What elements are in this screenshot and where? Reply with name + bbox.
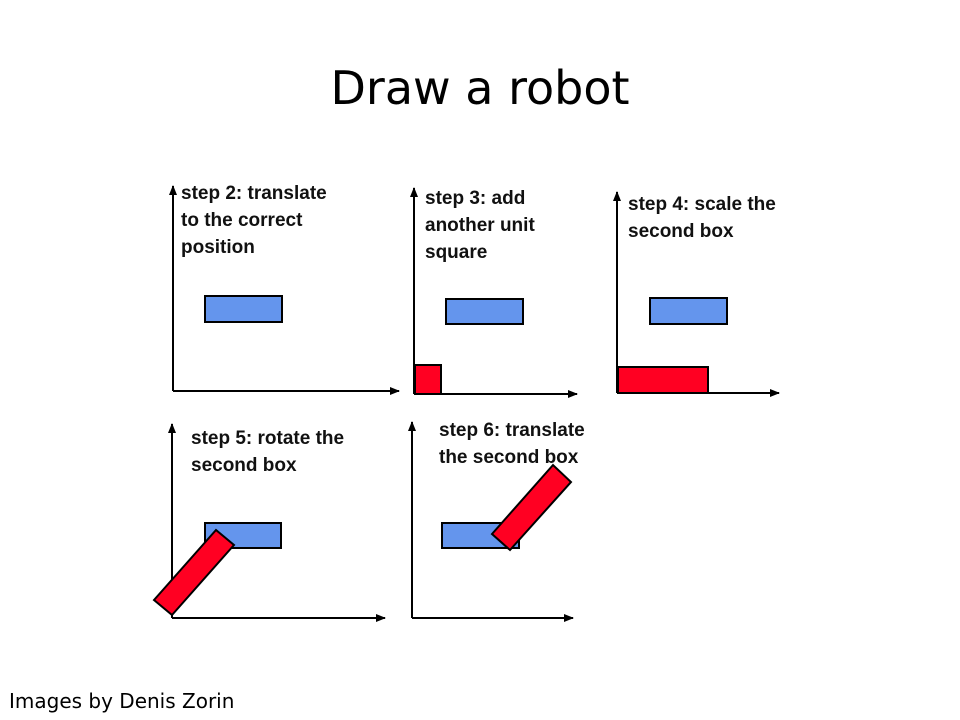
first-box: [204, 295, 283, 323]
second-box: [414, 364, 442, 395]
caption-line: step 3: add: [425, 188, 526, 209]
panel-step2: [169, 185, 400, 395]
steps-diagram: [152, 185, 780, 622]
caption-step3: step 3: add another unit square: [425, 185, 535, 266]
panel-step5: [152, 423, 386, 622]
second-box: [152, 528, 236, 617]
caption-line: step 2: translate: [181, 183, 327, 204]
second-box: [490, 463, 573, 552]
caption-line: to the correct: [181, 210, 303, 231]
caption-step4: step 4: scale the second box: [628, 191, 776, 245]
robot-steps-figure: step 2: translate to the correct positio…: [125, 172, 833, 634]
caption-line: position: [181, 237, 255, 258]
caption-line: square: [425, 242, 488, 263]
panel-step3: [410, 187, 578, 398]
caption-line: step 6: translate: [439, 420, 585, 441]
panel-step6: [408, 421, 574, 622]
panel-step4: [613, 191, 780, 397]
caption-step6: step 6: translate the second box: [439, 417, 585, 471]
caption-line: another unit: [425, 215, 535, 236]
slide-title: Draw a robot: [330, 61, 630, 115]
second-box: [617, 366, 709, 394]
caption-line: second box: [191, 455, 297, 476]
caption-step5: step 5: rotate the second box: [191, 425, 344, 479]
caption-line: second box: [628, 221, 734, 242]
caption-line: step 4: scale the: [628, 194, 776, 215]
first-box: [445, 298, 524, 325]
caption-line: the second box: [439, 447, 579, 468]
caption-line: step 5: rotate the: [191, 428, 345, 449]
first-box: [649, 297, 728, 325]
caption-step2: step 2: translate to the correct positio…: [181, 180, 327, 261]
image-credit: Images by Denis Zorin: [9, 689, 235, 713]
